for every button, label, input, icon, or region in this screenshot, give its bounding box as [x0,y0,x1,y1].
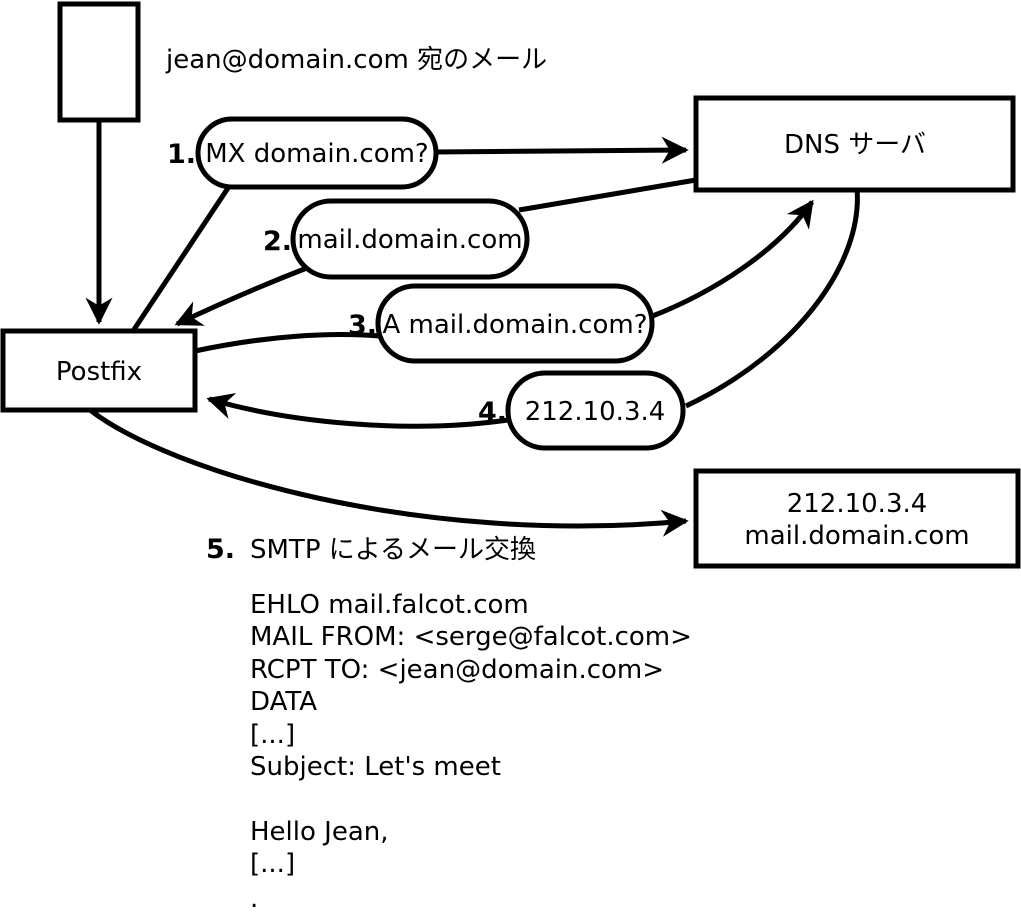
mailserver-box [693,468,1021,569]
smtp-line: [...] [250,849,295,879]
mailserver-host-label: mail.domain.com [744,521,969,551]
smtp-session-block: EHLO mail.falcot.com MAIL FROM: <serge@f… [250,590,692,914]
step1-number: 1. [167,139,196,170]
step3-bubble [375,283,655,364]
arrow-step4-to-postfix [206,392,509,429]
incoming-mail-label: jean@domain.com 宛のメール [165,45,547,75]
step4-bubble [505,370,686,451]
arrow-step2-to-postfix [174,263,313,327]
smtp-line: EHLO mail.falcot.com [250,590,529,620]
smtp-line: Hello Jean, [250,817,389,847]
mailserver-ip-label: 212.10.3.4 [787,489,928,519]
step1-bubble [195,116,439,190]
arrow-step1-to-dns [435,136,689,164]
step5-label: SMTP によるメール交換 [250,535,536,565]
smtp-line: MAIL FROM: <serge@falcot.com> [250,622,692,652]
step2-number: 2. [263,226,292,257]
step2-label: mail.domain.com [297,225,522,255]
step4-number: 4. [478,397,507,428]
line-dns-to-step4 [684,188,860,409]
line-postfix-to-step1 [130,183,233,333]
postfix-box [0,328,198,413]
step5-number: 5. [206,534,235,565]
arrow-postfix-to-mailserver [88,408,689,537]
smtp-line: Subject: Let's meet [250,752,501,782]
step3-number: 3. [348,310,377,341]
smtp-line: [...] [250,720,295,750]
step3-label: A mail.domain.com? [383,310,648,340]
smtp-line: . [250,884,258,914]
smtp-line: DATA [250,687,317,717]
dns-server-label: DNS サーバ [784,130,926,160]
step4-label: 212.10.3.4 [525,397,666,427]
line-dns-to-step2 [518,177,697,213]
dns-server-box [693,95,1016,193]
smtp-line: RCPT TO: <jean@domain.com> [250,655,664,685]
envelope-box [57,1,141,123]
arrow-step3-to-dns [649,199,815,320]
step1-label: MX domain.com? [205,139,428,169]
step2-bubble [290,198,530,280]
line-postfix-to-step3 [194,332,381,354]
postfix-label: Postfix [56,357,142,387]
